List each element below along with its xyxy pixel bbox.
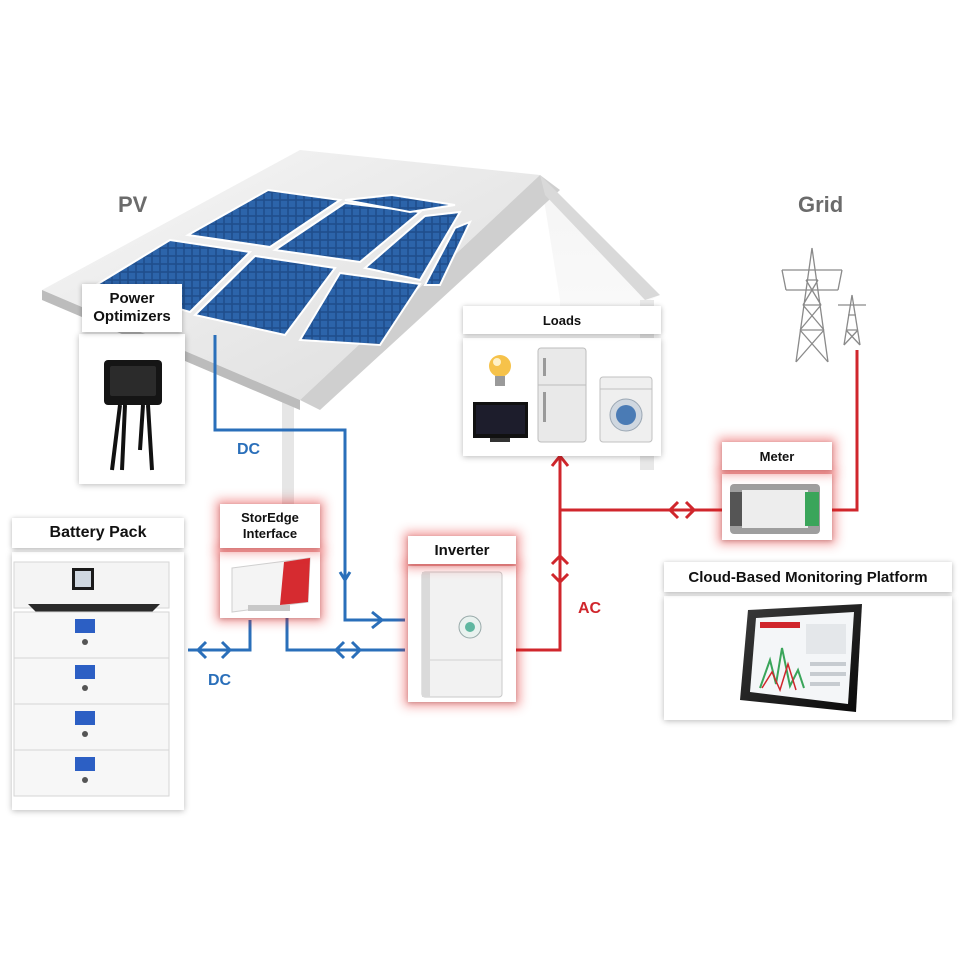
meter-card [722, 474, 832, 540]
storedge-interface-tag: StorEdge Interface [220, 504, 320, 548]
cloud-platform-tag: Cloud-Based Monitoring Platform [664, 562, 952, 592]
power-optimizers-tag: Power Optimizers [82, 284, 182, 332]
inverter-card [408, 566, 516, 702]
ac-arrows [550, 453, 697, 585]
storedge-card [220, 552, 320, 618]
loads-card [463, 338, 661, 456]
cloud-platform-card [664, 596, 952, 720]
solar-panels [93, 188, 473, 347]
meter-tag: Meter [722, 442, 832, 470]
inverter-tag: Inverter [408, 536, 516, 564]
battery-pack-tag: Battery Pack [12, 518, 184, 548]
ac-label: AC [578, 600, 602, 617]
dc-wiring [188, 335, 405, 652]
pv-label: PV [118, 192, 148, 217]
grid-towers-icon [781, 247, 866, 363]
loads-tag: Loads [463, 306, 661, 334]
battery-pack-card [12, 552, 184, 810]
grid-label: Grid [798, 192, 844, 217]
power-optimizers-card [79, 334, 185, 484]
dc-arrows [195, 571, 385, 660]
dc-label-top: DC [237, 441, 261, 458]
dc-label-bottom: DC [208, 672, 232, 689]
